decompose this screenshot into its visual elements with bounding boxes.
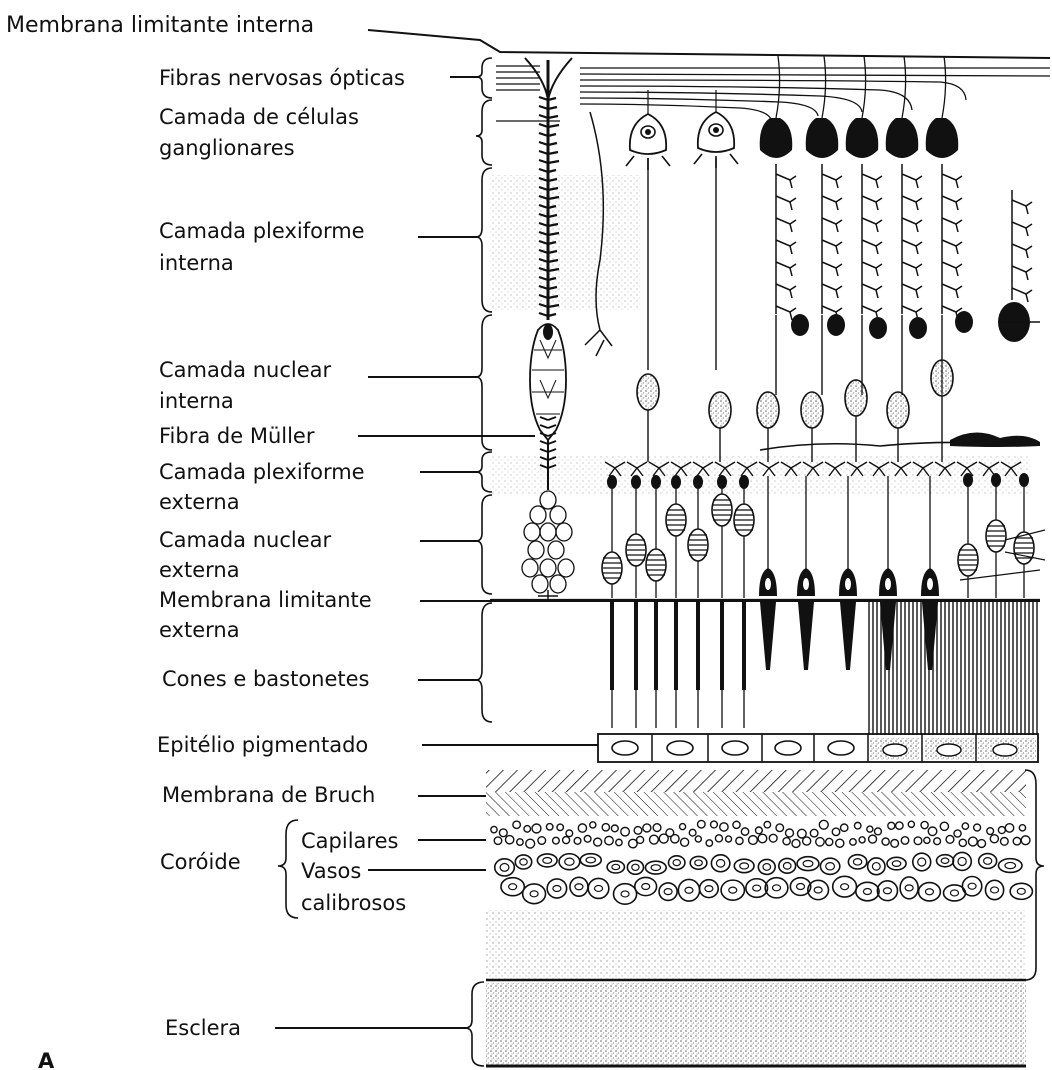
amacrine-cell: [909, 317, 927, 339]
label-camada-celulas-ganglionares-1: Camada de células: [159, 105, 359, 129]
label-capilares: Capilares: [301, 829, 398, 853]
label-camada-plexiforme-interna-1: Camada plexiforme: [159, 219, 365, 243]
label-vasos: Vasos: [301, 859, 361, 883]
bipolar-cell: [757, 392, 779, 428]
bipolar-cell: [637, 374, 659, 410]
dendrite-tree: [1012, 190, 1032, 302]
label-camada-plexiforme-interna-2: interna: [159, 251, 234, 275]
label-camada-celulas-ganglionares-2: ganglionares: [159, 136, 295, 160]
label-camada-plexiforme-externa-1: Camada plexiforme: [159, 460, 365, 484]
bruch-membrane: [486, 770, 1026, 792]
ganglion-cell-dark: [760, 118, 793, 158]
label-camada-plexiforme-externa-2: externa: [159, 490, 240, 514]
dendrite-tree: [902, 164, 922, 320]
cone-outer-segment: [760, 602, 776, 670]
bipolar-cell: [887, 392, 909, 428]
label-fibra-de-muller: Fibra de Müller: [159, 424, 315, 448]
dendrite-tree: [776, 164, 796, 320]
label-membrana-limitante-externa-1: Membrana limitante: [159, 588, 372, 612]
ganglion-cell-dark: [926, 118, 959, 158]
label-membrana-limitante-interna: Membrana limitante interna: [6, 13, 314, 38]
label-camada-nuclear-interna-1: Camada nuclear: [159, 358, 332, 382]
dendrite-tree: [822, 164, 842, 320]
muller-fiber: [522, 58, 574, 600]
dendrite-tree: [862, 164, 882, 320]
sclera: [486, 983, 1026, 1065]
leader-lines: [275, 30, 1050, 1028]
panel-letter: A: [38, 1049, 55, 1070]
amacrine-cell: [955, 311, 973, 333]
labels: Membrana limitante interna Fibras nervos…: [6, 13, 406, 1070]
amacrine-cell: [791, 314, 809, 336]
label-coroide: Coróide: [160, 850, 241, 874]
amacrine-cell: [827, 314, 845, 336]
label-camada-nuclear-externa-1: Camada nuclear: [159, 528, 332, 552]
pigment-epithelium: [598, 734, 1038, 762]
label-esclera: Esclera: [165, 1016, 241, 1040]
cone-outer-segment: [798, 602, 814, 670]
dendrite-tree: [942, 164, 962, 320]
ganglion-cell-dark: [846, 118, 879, 158]
label-cones-e-bastonetes: Cones e bastonetes: [162, 667, 370, 691]
amacrine-cell: [869, 317, 887, 339]
ganglion-cell-dark: [886, 118, 919, 158]
bipolar-cell: [931, 360, 953, 396]
bipolar-cell: [709, 392, 731, 428]
bipolar-cell: [845, 380, 867, 416]
bipolar-cell: [801, 392, 823, 428]
label-camada-nuclear-externa-2: externa: [159, 558, 240, 582]
label-fibras-nervosas-opticas: Fibras nervosas ópticas: [159, 66, 405, 90]
optic-nerve-fibers: [496, 66, 1050, 122]
label-calibrosos: calibrosos: [301, 891, 406, 915]
ganglion-cell-dark: [806, 118, 839, 158]
label-epitelio-pigmentado: Epitélio pigmentado: [157, 733, 368, 757]
choroid-vessels: [491, 820, 1033, 904]
cone-outer-segment: [840, 602, 856, 670]
label-camada-nuclear-interna-2: interna: [159, 389, 234, 413]
label-membrana-de-bruch: Membrana de Bruch: [162, 783, 375, 807]
label-membrana-limitante-externa-2: externa: [159, 618, 240, 642]
